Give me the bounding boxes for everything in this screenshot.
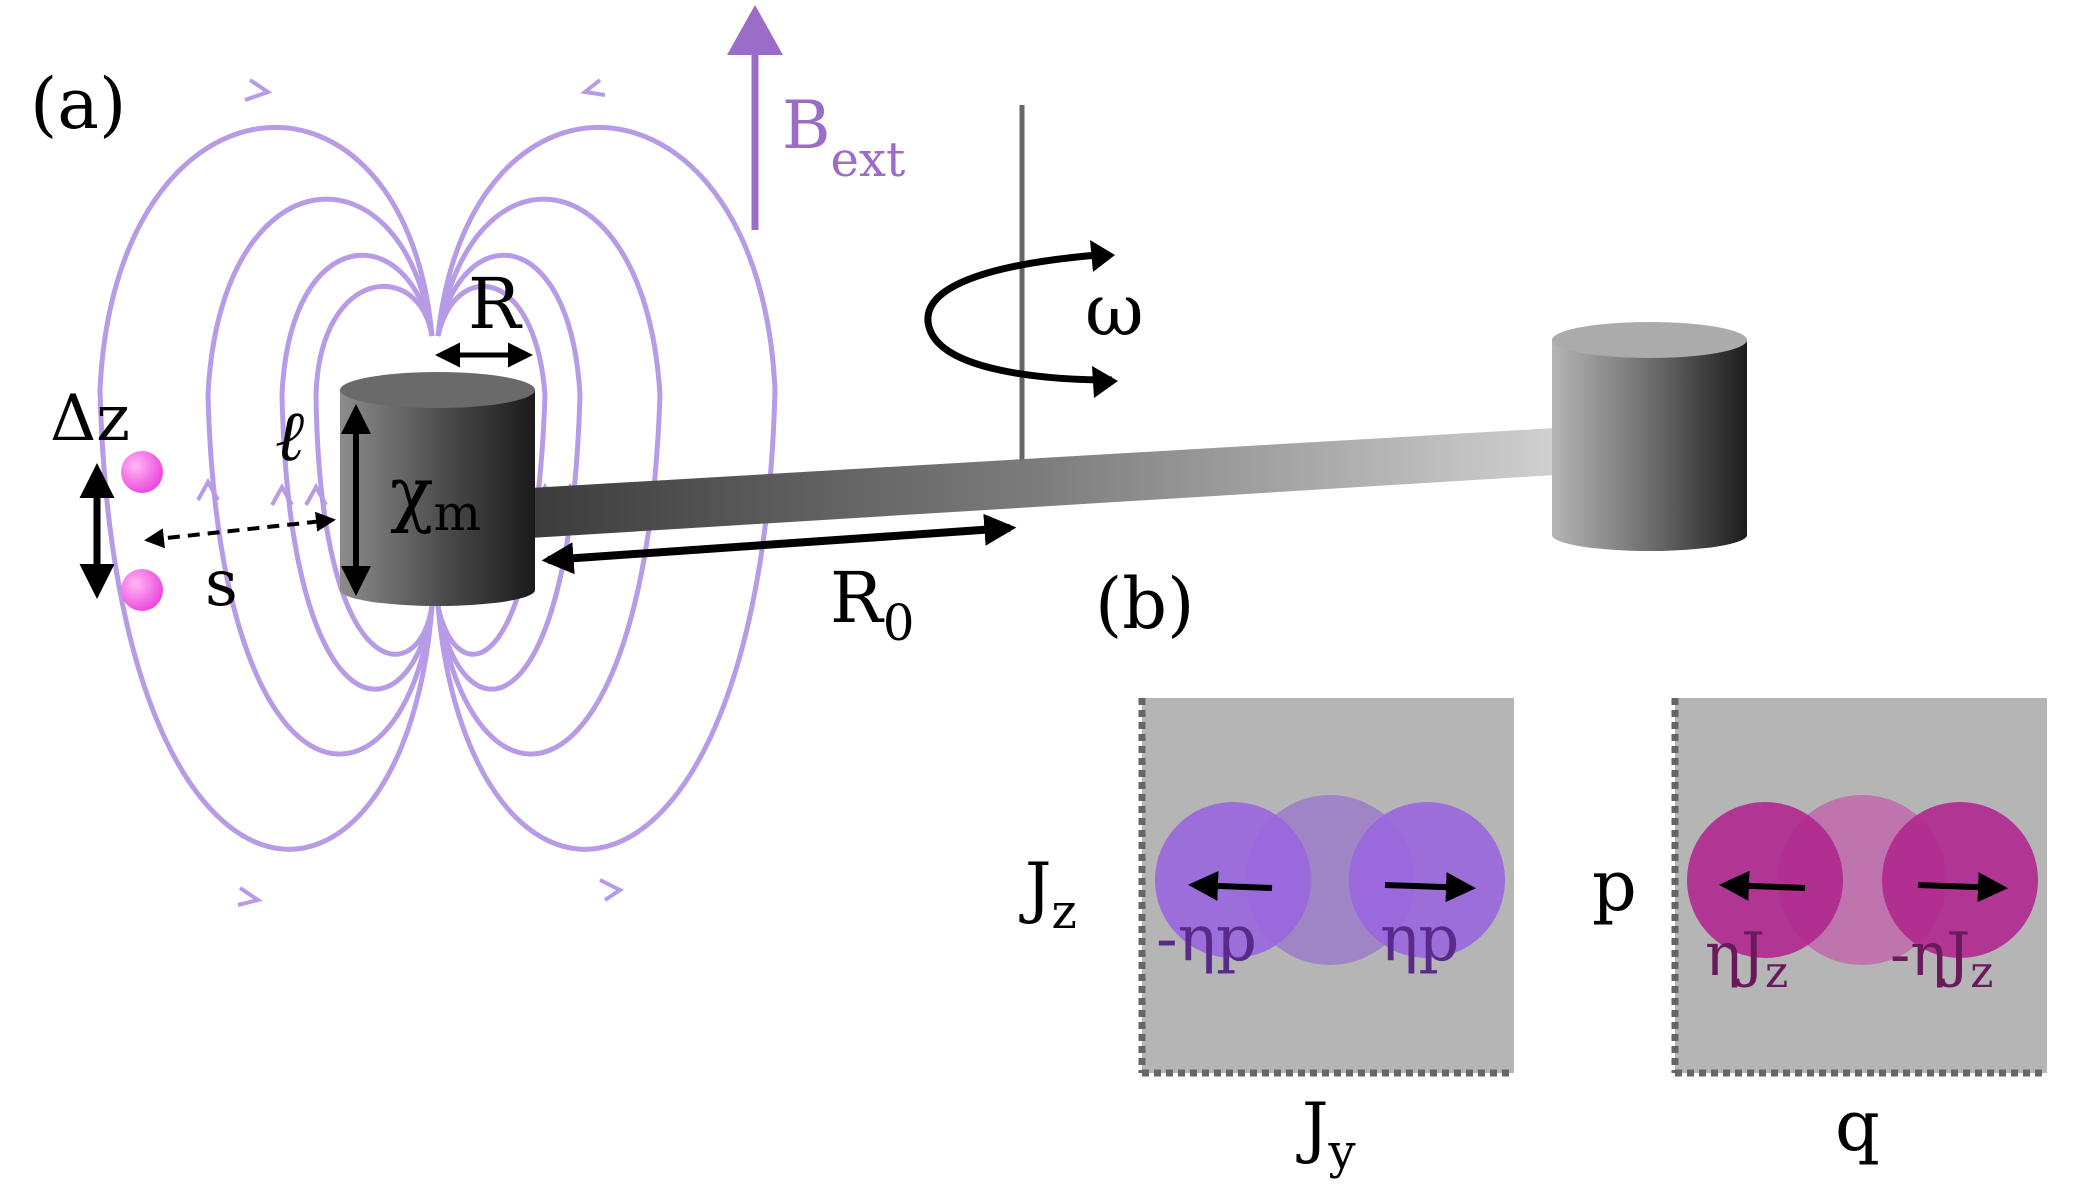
arm-length-label: R0	[830, 557, 915, 652]
omega-label: ω	[1085, 268, 1144, 352]
field-line-outer-left-top	[97, 125, 435, 391]
spin-x-axis-label: Jy	[1296, 1089, 1356, 1180]
field-line-mid-left-top	[205, 196, 435, 396]
oscillator-x-axis-label: q	[1835, 1085, 1880, 1167]
oscillator-right-shift-arrow	[1917, 872, 2008, 903]
field-line-mid-right-top	[435, 196, 663, 396]
spin-right-shift-arrow	[1384, 872, 1476, 903]
rotation-arrow-head-top	[1090, 240, 1115, 272]
panel-b-label: (b)	[1095, 563, 1194, 645]
b-ext-arrow-head	[727, 5, 783, 55]
oscillator-right-shift-label: -ηJz	[1890, 920, 1993, 998]
oscillator-phase-space-box	[1671, 698, 2047, 1077]
oscillator-left-shift-arrow	[1719, 870, 1806, 901]
far-test-mass	[1552, 322, 1747, 551]
torsion-arm	[530, 428, 1555, 538]
spin-right-shift-label: ηp	[1380, 902, 1459, 976]
magnet-cylinder	[340, 372, 535, 606]
field-line-core-left-top	[313, 284, 435, 396]
arm-length-arrow	[541, 513, 1017, 575]
length-label: ℓ	[275, 395, 304, 477]
field-line-in-right-top	[435, 252, 583, 396]
rotation-arrow	[924, 251, 1113, 384]
susceptibility-label: χm	[390, 451, 481, 542]
field-line-outer-right-bottom	[435, 389, 778, 852]
atom-spacing-label: Δz	[50, 382, 130, 456]
oscillator-left-shift-label: ηJz	[1705, 920, 1788, 998]
oscillator-y-axis-label: p	[1592, 845, 1637, 927]
separation-arrow	[144, 511, 336, 549]
spin-left-shift-label: -ηp	[1156, 902, 1257, 976]
field-line-in-left-top	[279, 252, 435, 396]
spin-y-axis-label: Jz	[1019, 849, 1077, 940]
panel-a-label: (a)	[30, 63, 126, 145]
oscillator-left-blob	[1687, 802, 1843, 958]
spin-phase-space-box	[1138, 698, 1514, 1077]
radius-label: R	[468, 263, 523, 345]
oscillator-right-blob	[1882, 802, 2038, 958]
field-line-core-right-top	[435, 283, 548, 396]
atom-bottom	[121, 569, 163, 611]
spin-left-blob	[1155, 802, 1311, 958]
b-ext-label: Bext	[782, 87, 905, 188]
field-line-outer-left-bottom	[97, 389, 435, 852]
spin-right-blob	[1349, 802, 1505, 958]
spin-left-shift-arrow	[1188, 870, 1273, 901]
separation-label: s	[205, 547, 238, 621]
atom-top	[121, 451, 163, 493]
rotation-arrow-head-bottom	[1092, 366, 1118, 398]
field-line-mid-left-bottom	[205, 394, 435, 757]
field-line-outer-right-top	[435, 125, 778, 391]
